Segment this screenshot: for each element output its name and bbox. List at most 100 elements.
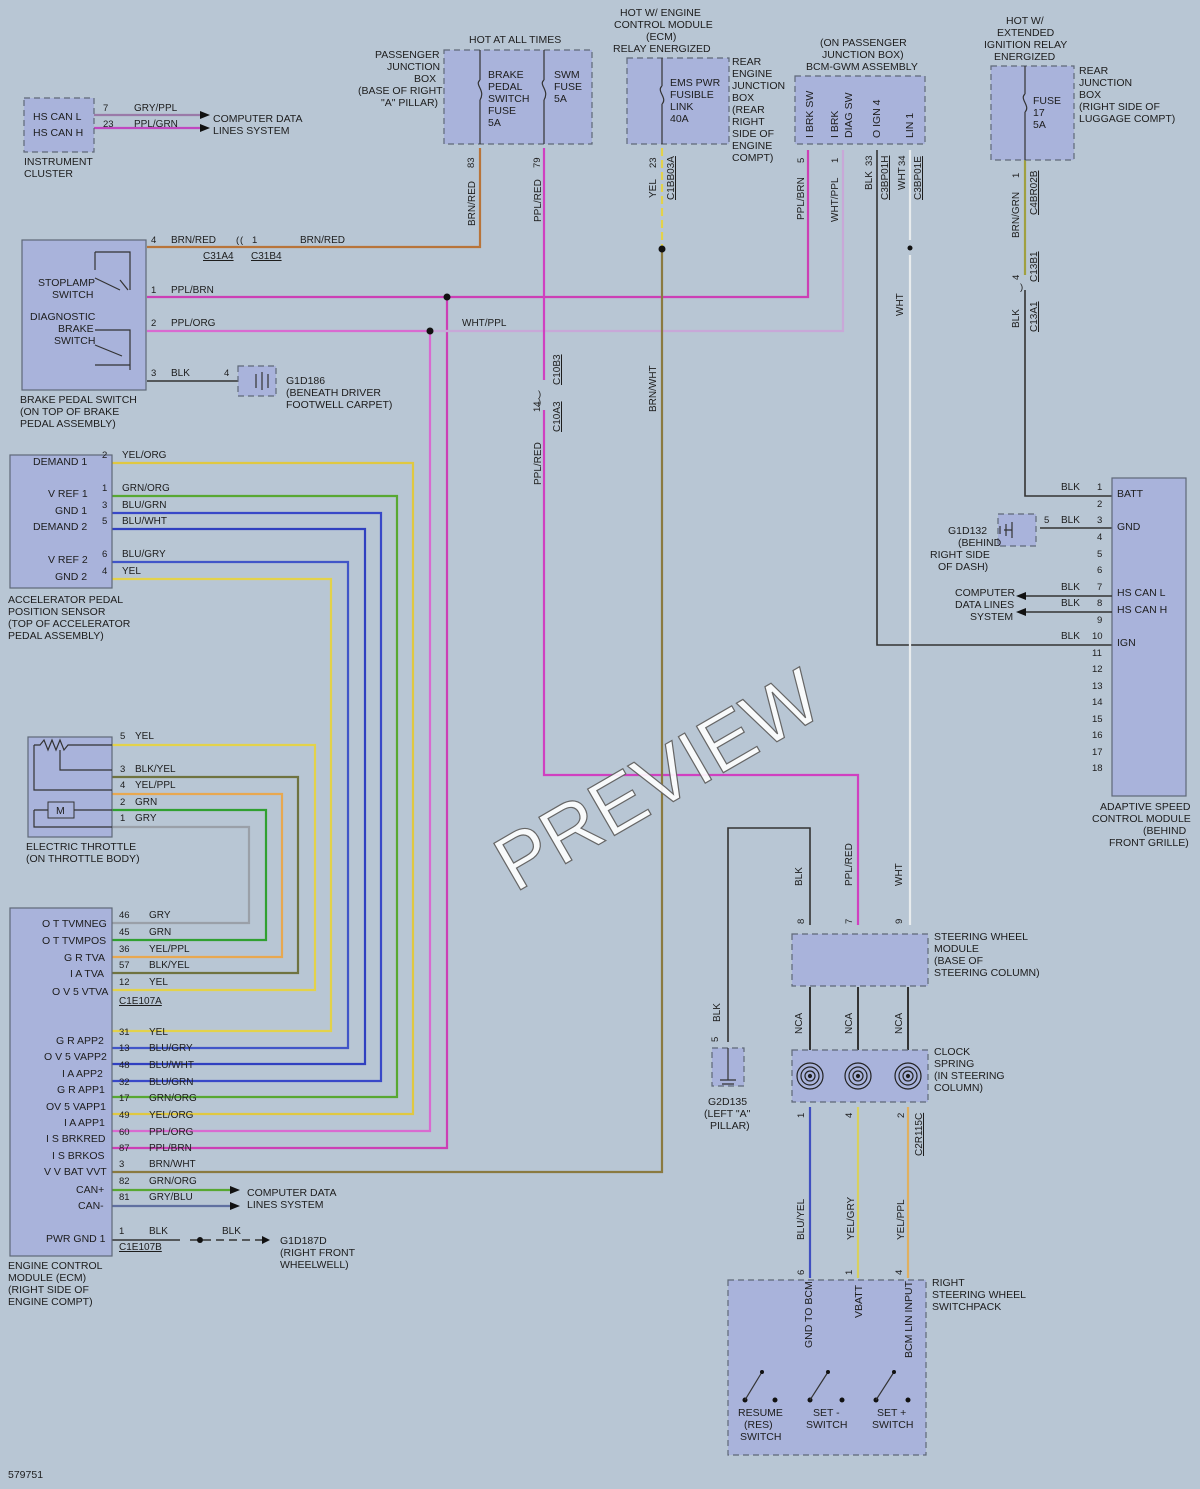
svg-text:OF DASH): OF DASH) [938,561,988,573]
svg-text:5: 5 [1044,515,1049,526]
svg-text:MODULE: MODULE [934,943,979,955]
svg-text:1: 1 [830,158,841,163]
svg-text:(LEFT "A": (LEFT "A" [704,1108,751,1120]
wire-yel-ppl [112,792,284,959]
svg-text:4: 4 [1097,532,1102,543]
clock-spring: CLOCK SPRING (IN STEERING COLUMN) 1 4 2 … [791,1046,1005,1240]
wire-ppl-org-ecm [112,331,432,1133]
svg-text:RIGHT: RIGHT [732,116,765,128]
svg-text:BLU/GRN: BLU/GRN [149,1077,193,1088]
module-name: ENGINE COMPT) [8,1296,93,1308]
svg-text:12: 12 [1092,664,1103,675]
svg-text:GND: GND [1117,521,1141,533]
svg-text:ENGINE: ENGINE [732,140,772,152]
svg-text:1: 1 [119,1226,124,1237]
svg-text:C3BP01H: C3BP01H [880,156,891,200]
svg-text:FUSIBLE: FUSIBLE [670,89,714,101]
svg-text:SYSTEM: SYSTEM [970,611,1013,623]
svg-text:PPL/RED: PPL/RED [533,179,544,222]
svg-text:18: 18 [1092,763,1103,774]
module-name: ADAPTIVE SPEED [1100,801,1191,813]
g2d135-ground: BLK 5 G2D135 (LEFT "A" PILLAR) [704,1003,751,1132]
svg-text:JUNCTION: JUNCTION [1079,77,1132,89]
module-name: FRONT GRILLE) [1109,837,1189,849]
svg-text:YEL/PPL: YEL/PPL [135,780,176,791]
svg-text:DATA LINES: DATA LINES [955,599,1014,611]
svg-text:PEDAL: PEDAL [488,81,523,93]
svg-text:(: ( [236,235,240,246]
module-name: (RIGHT SIDE OF [8,1284,89,1296]
svg-text:PPL/BRN: PPL/BRN [796,177,807,220]
module-name: ENGINE CONTROL [8,1260,103,1272]
svg-text:"A" PILLAR): "A" PILLAR) [381,97,438,109]
svg-text:HS CAN L: HS CAN L [1117,587,1166,599]
svg-text:I BRK SW: I BRK SW [804,91,816,138]
svg-text:4: 4 [224,368,229,379]
svg-text:23: 23 [103,119,114,130]
wire-label: GRY/PPL [134,103,178,114]
svg-text:(RES): (RES) [744,1419,773,1431]
svg-text:I A APP1: I A APP1 [64,1117,105,1129]
wire-ppl-brn [147,150,810,299]
svg-text:6: 6 [1097,565,1102,576]
svg-text:4: 4 [102,566,107,577]
wire-blk-yel [112,775,300,975]
switch-icon [742,1370,911,1403]
svg-text:17: 17 [1092,747,1103,758]
svg-text:YEL/GRY: YEL/GRY [846,1197,857,1240]
hot-label: HOT AT ALL TIMES [469,34,561,46]
svg-text:(REAR: (REAR [732,104,765,116]
svg-text:(: ( [240,235,244,246]
svg-text:SWITCHPACK: SWITCHPACK [932,1301,1001,1313]
svg-text:3: 3 [120,764,125,775]
svg-text:WHT/PPL: WHT/PPL [830,177,841,222]
accelerator-pedal-sensor: DEMAND 1 V REF 1 GND 1 DEMAND 2 V REF 2 … [8,450,170,642]
svg-text:GRN: GRN [135,797,157,808]
svg-text:C31B4: C31B4 [251,251,282,262]
svg-text:OV 5 VAPP1: OV 5 VAPP1 [46,1101,106,1113]
svg-text:BCM LIN INPUT: BCM LIN INPUT [903,1280,915,1358]
svg-text:79: 79 [532,157,543,168]
svg-text:BLK/YEL: BLK/YEL [135,764,176,775]
svg-text:FUSE: FUSE [488,105,516,117]
module-name: PEDAL ASSEMBLY) [20,418,116,430]
svg-text:(ON PASSENGER: (ON PASSENGER [820,37,907,49]
module-name: (ON THROTTLE BODY) [26,853,140,865]
svg-text:BLK: BLK [1061,515,1080,526]
svg-text:SET +: SET + [877,1407,906,1419]
svg-text:4: 4 [151,235,156,246]
module-name: PEDAL ASSEMBLY) [8,630,104,642]
svg-text:REAR: REAR [732,56,762,68]
svg-text:GND 1: GND 1 [55,505,87,517]
svg-text:3: 3 [151,368,156,379]
svg-text:EXTENDED: EXTENDED [997,27,1055,39]
svg-text:(ECM): (ECM) [646,31,676,43]
svg-text:C4BR02B: C4BR02B [1029,170,1040,215]
module-name: ELECTRIC THROTTLE [26,841,136,853]
svg-text:IGNITION RELAY: IGNITION RELAY [984,39,1067,51]
wire-brn-wht [112,250,664,1174]
svg-text:ENERGIZED: ENERGIZED [994,51,1056,63]
svg-text:FUSE: FUSE [1033,95,1061,107]
svg-text:C1BB03A: C1BB03A [666,156,677,200]
svg-text:5A: 5A [488,117,501,129]
svg-text:GRY: GRY [135,813,157,824]
svg-text:13: 13 [119,1043,130,1054]
svg-text:31: 31 [119,1027,130,1038]
svg-text:JUNCTION: JUNCTION [387,61,440,73]
svg-text:17: 17 [119,1093,130,1104]
svg-text:2: 2 [896,1113,907,1118]
svg-text:(BEHIND: (BEHIND [958,537,1002,549]
svg-text:CAN-: CAN- [78,1200,104,1212]
svg-text:O V 5 VAPP2: O V 5 VAPP2 [44,1051,107,1063]
splice-dot [658,245,666,253]
wire-wht-ppl [430,150,845,333]
wire-ppl-brn-ecm [112,297,449,1150]
svg-text:2: 2 [151,318,156,329]
svg-text:10: 10 [1092,631,1103,642]
svg-text:STEERING WHEEL: STEERING WHEEL [934,931,1028,943]
svg-text:LIN 1: LIN 1 [904,113,916,138]
svg-text:BLU/GRY: BLU/GRY [122,549,166,560]
svg-text:GRN/ORG: GRN/ORG [122,483,170,494]
c10-connector: )) 14 C10B3 C10A3 PPL/RED BRN/WHT [532,354,659,485]
